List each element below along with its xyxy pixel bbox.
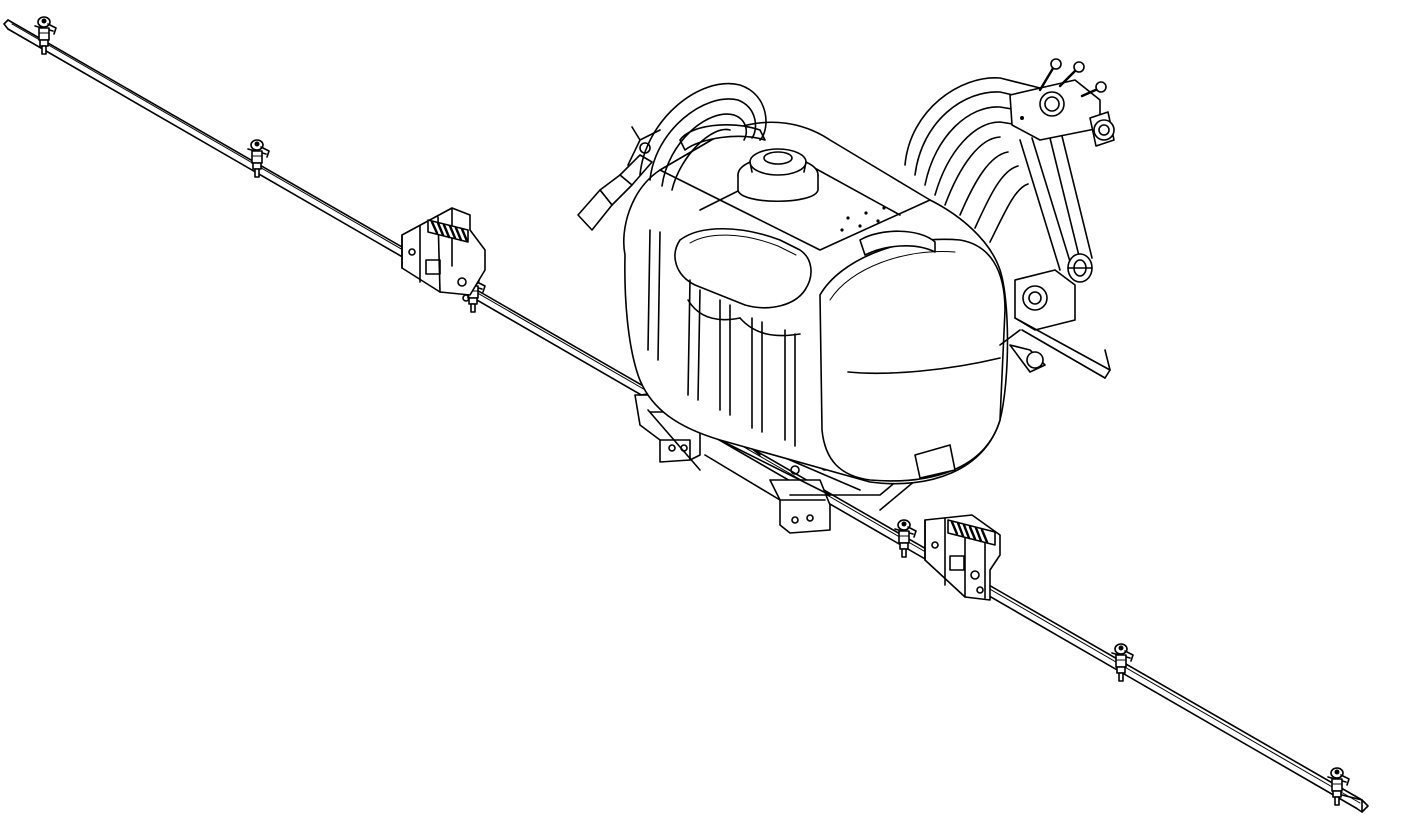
left-hinge-bracket [401, 207, 486, 302]
control-manifold [1009, 58, 1115, 147]
pump [999, 253, 1111, 379]
nozzle-7 [1327, 767, 1350, 806]
right-hose-reel [904, 77, 1093, 271]
left-hose-reel [577, 82, 767, 231]
nozzle-1 [34, 16, 57, 55]
nozzle-6 [1111, 643, 1134, 682]
tank [622, 121, 1009, 485]
nozzle-2 [247, 139, 270, 178]
right-hinge-bracket [924, 514, 1001, 601]
nozzle-5 [894, 519, 917, 558]
